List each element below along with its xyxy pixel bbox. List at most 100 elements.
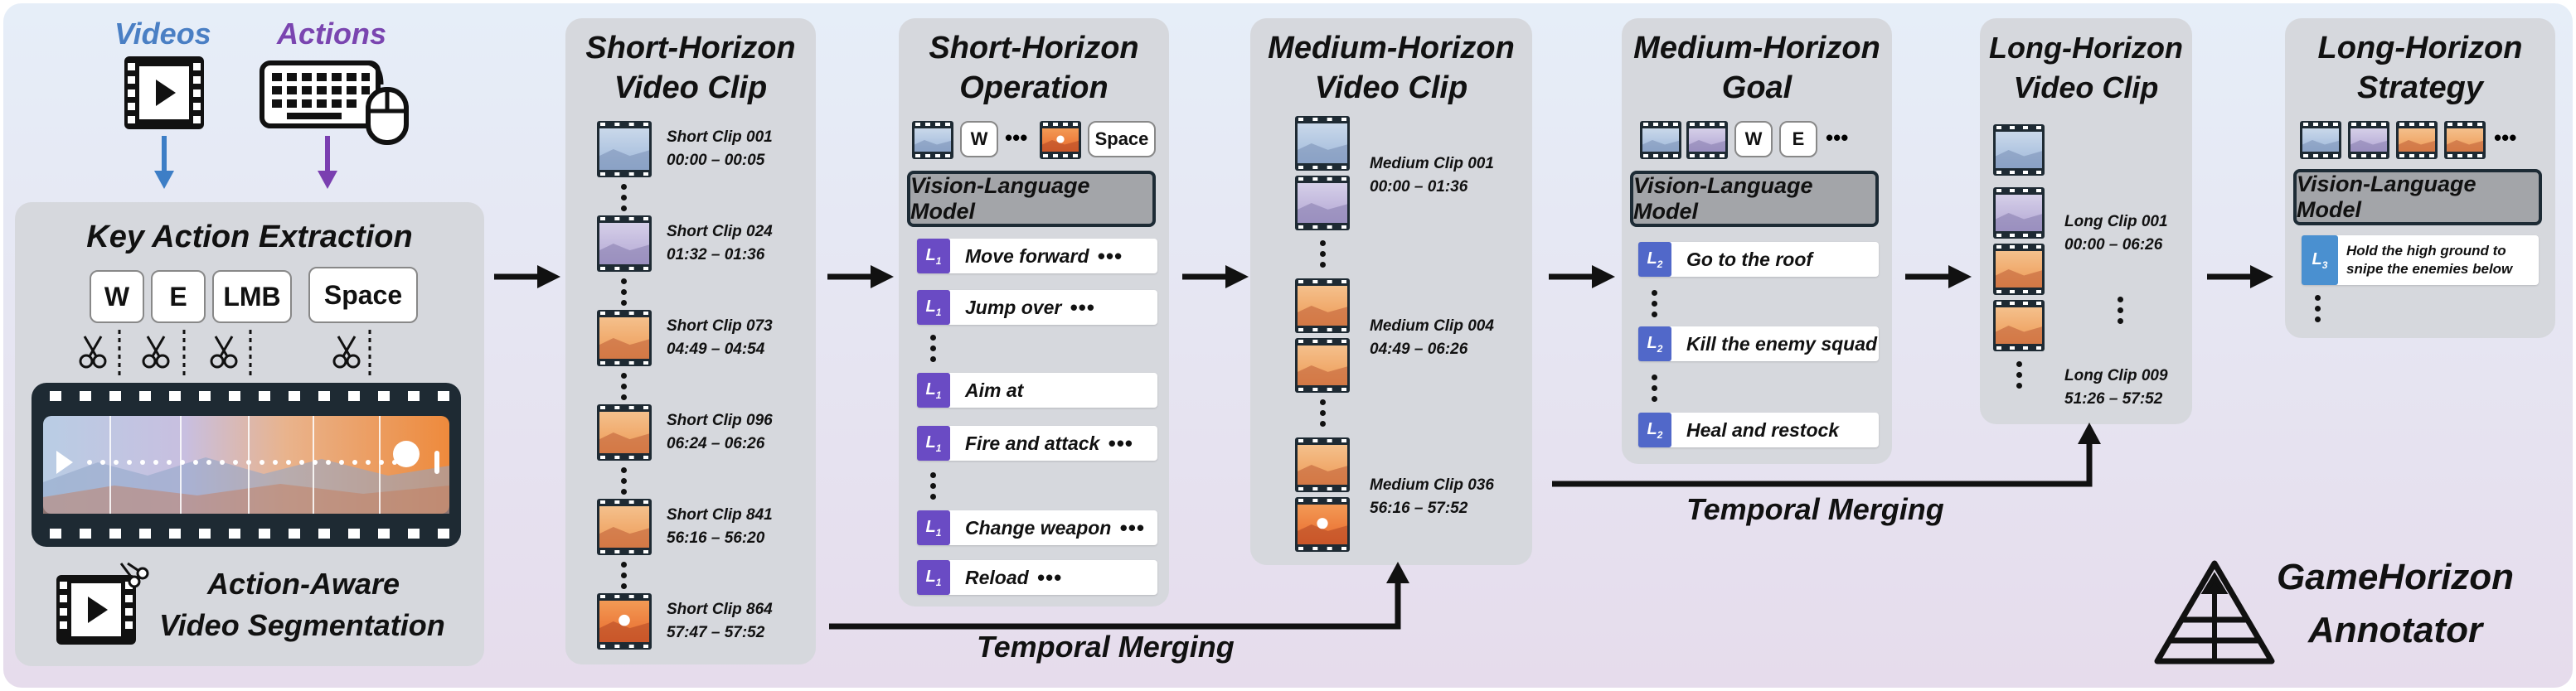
short-clip-time: 04:49 – 04:54 [667, 341, 765, 358]
cut-markers [79, 330, 371, 379]
l2-badge: L2 [1638, 326, 1671, 361]
strategy-line1: Hold the high ground to [2346, 243, 2506, 259]
l2-badge: L2 [1638, 413, 1671, 447]
goal-input-ellipsis: ••• [1826, 125, 1849, 150]
key-action-extraction-title: Key Action Extraction [86, 220, 413, 254]
operation-row: L1 Aim at [917, 373, 1157, 408]
medium-clip-time: 56:16 – 57:52 [1370, 500, 1468, 517]
long-clip-name: Long Clip 009 [2064, 367, 2168, 384]
goal-text: Go to the roof [1671, 242, 1879, 277]
goal-text: Kill the enemy squad [1671, 326, 1879, 361]
key-space: Space [308, 267, 418, 323]
short-clip-time: 06:24 – 06:26 [667, 435, 765, 452]
videos-down-arrow [154, 136, 174, 189]
l1-badge-label: L1 [925, 245, 942, 267]
op-input-thumbnail [912, 121, 953, 159]
long-clip-title-line1: Long-Horizon [1989, 31, 2183, 65]
short-clip-time: 56:16 – 56:20 [667, 529, 765, 547]
brand-line1: GameHorizon [2277, 557, 2515, 597]
long-strategy-continuation-dots [2315, 295, 2321, 327]
medium-clip-name: Medium Clip 036 [1370, 476, 1494, 494]
operation-label: Fire and attack [965, 432, 1100, 454]
medium-clip-time: 04:49 – 06:26 [1370, 341, 1468, 358]
medium-clip-label: Medium Clip 004 04:49 – 06:26 [1370, 315, 1494, 361]
goal-row: L2 Heal and restock [1638, 413, 1879, 447]
arrow-2 [827, 265, 894, 288]
brand-line2: Annotator [2308, 610, 2483, 650]
short-clip-gap-dots [621, 373, 628, 405]
goal-input-thumbnail [1640, 121, 1681, 159]
goal-label: Heal and restock [1686, 418, 1840, 441]
operation-text: Reload••• [950, 560, 1157, 595]
medium-clip-name: Medium Clip 004 [1370, 317, 1494, 335]
medium-clip-thumbnail [1295, 176, 1350, 230]
l3-badge-label: L3 [2312, 249, 2328, 271]
strategy-input-thumbnail [2348, 121, 2389, 159]
medium-clip-title-line2: Video Clip [1314, 70, 1468, 105]
medium-clip-name: Medium Clip 001 [1370, 155, 1494, 172]
long-clip-label: Long Clip 009 51:26 – 57:52 [2064, 365, 2168, 411]
l1-badge-label: L1 [925, 379, 942, 401]
short-clip-label: Short Clip 841 56:16 – 56:20 [667, 504, 773, 550]
long-strategy-title-line1: Long-Horizon [2317, 31, 2523, 65]
l2-badge-label: L2 [1647, 419, 1663, 441]
long-clip-title-line2: Video Clip [2013, 70, 2159, 104]
arrow-1 [494, 265, 560, 288]
short-clip-thumbnail [597, 404, 652, 461]
operation-text: Aim at [950, 373, 1157, 408]
medium-clip-gap-dots [1320, 240, 1327, 273]
l2-badge-label: L2 [1647, 333, 1663, 355]
short-clip-thumbnail [597, 593, 652, 650]
short-clip-name: Short Clip 096 [667, 412, 773, 429]
operation-label: Change weapon [965, 516, 1112, 539]
actions-label: Actions [277, 17, 387, 51]
operation-ellipsis: ••• [1070, 294, 1095, 320]
l1-badge-label: L1 [925, 432, 942, 454]
long-strategy-text: Hold the high ground to snipe the enemie… [2338, 235, 2539, 285]
long-clip-time: 00:00 – 06:26 [2064, 236, 2163, 254]
operation-label: Move forward [965, 244, 1089, 267]
short-op-title-line2: Operation [959, 70, 1109, 105]
video-file-icon [124, 56, 204, 129]
segmentation-label-line2: Video Segmentation [159, 608, 445, 642]
medium-clip-thumbnail [1295, 278, 1350, 333]
short-clip-panel-title: Short-Horizon Video Clip [565, 28, 816, 108]
long-clip-time: 51:26 – 57:52 [2064, 390, 2163, 408]
key-lmb: LMB [212, 270, 292, 323]
operation-ellipsis: ••• [1119, 515, 1145, 540]
strategy-input-thumbnail [2444, 121, 2486, 159]
operation-gap-dots [930, 335, 937, 367]
temporal-merging-connector-1 [829, 562, 1409, 630]
arrow-6 [2207, 265, 2273, 288]
l1-badge: L1 [917, 290, 950, 325]
long-strategy-row: L3 Hold the high ground to snipe the ene… [2302, 235, 2539, 285]
short-clip-time: 01:32 – 01:36 [667, 246, 765, 263]
op-input-key-space: Space [1088, 121, 1156, 157]
short-clip-thumbnail [597, 121, 652, 177]
video-cut-icon [56, 562, 149, 645]
key-e: E [151, 270, 206, 323]
medium-clip-panel-title: Medium-Horizon Video Clip [1250, 28, 1532, 108]
short-clip-thumbnail [597, 310, 652, 366]
l1-badge: L1 [917, 426, 950, 461]
goal-label: Kill the enemy squad [1686, 332, 1878, 355]
temporal-merging-label-1: Temporal Merging [977, 630, 1235, 664]
long-clip-panel-title: Long-Horizon Video Clip [1980, 28, 2192, 108]
l1-badge: L1 [917, 560, 950, 595]
short-clip-thumbnail [597, 499, 652, 555]
operation-text: Fire and attack••• [950, 426, 1157, 461]
short-clip-name: Short Clip 001 [667, 128, 773, 146]
strategy-input-thumbnail [2300, 121, 2341, 159]
short-clip-name: Short Clip 841 [667, 506, 773, 524]
operation-text: Jump over••• [950, 290, 1157, 325]
videos-label: Videos [114, 17, 211, 51]
short-op-vlm-box: Vision-Language Model [907, 171, 1156, 227]
medium-horizon-goal-panel: Medium-Horizon Goal [1622, 18, 1892, 464]
short-operation-panel-title: Short-Horizon Operation [899, 28, 1169, 108]
op-input-ellipsis: ••• [1005, 125, 1028, 150]
